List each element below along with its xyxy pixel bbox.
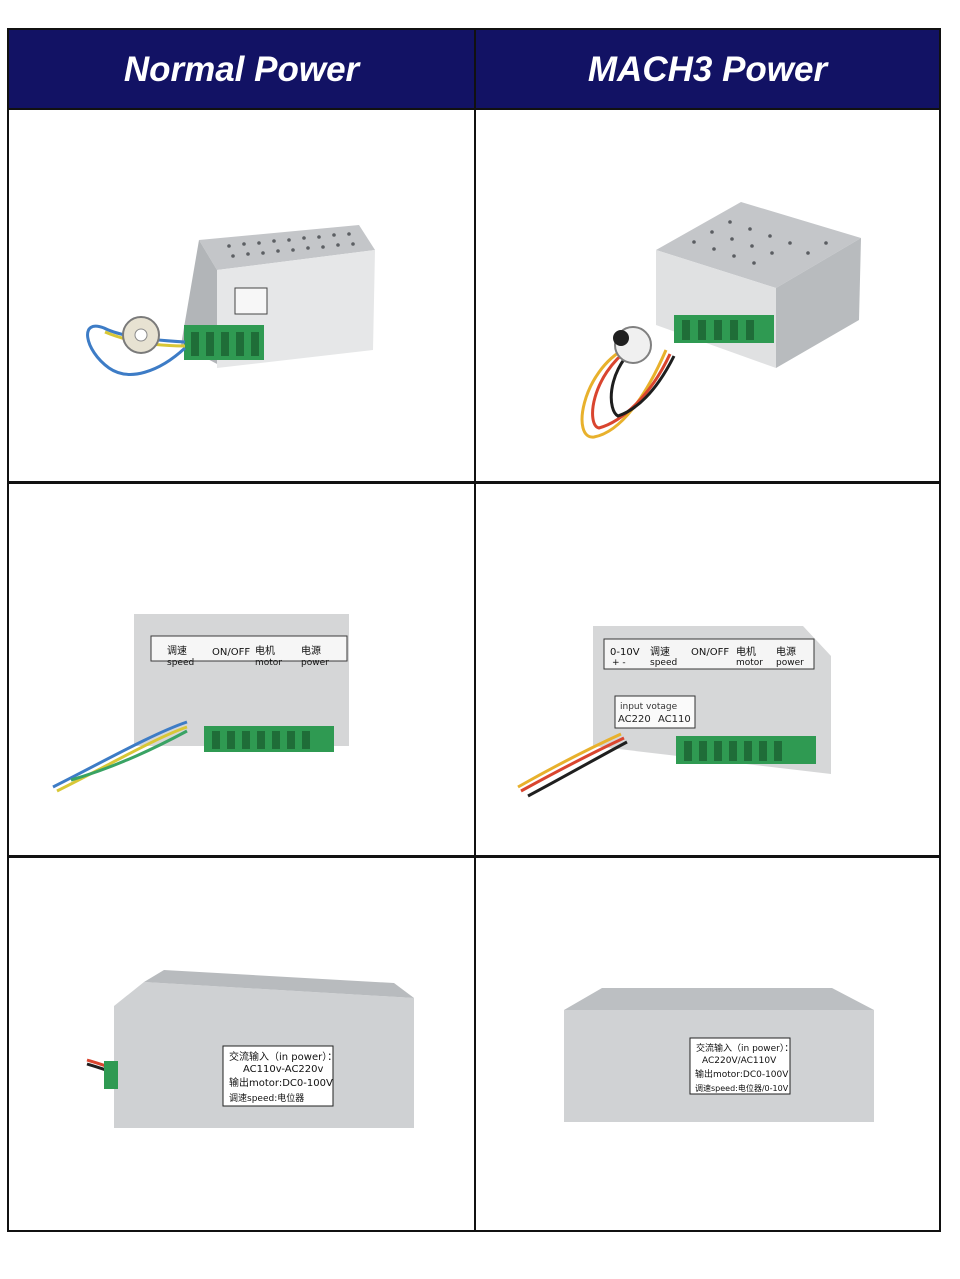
header-normal-title: Normal Power (123, 49, 360, 89)
mach3-power-front-photo: 0-10V + - 调速 speed ON/OFF 电机 motor 电源 po… (476, 484, 939, 855)
mach3-motor-label-cn: 电机 (736, 645, 756, 658)
mach3-polarity-label: + - (612, 658, 626, 668)
mach3-onoff-label: ON/OFF (691, 647, 729, 658)
mach3-voltage-label: 0-10V (610, 647, 640, 658)
header-normal-power: Normal Power (9, 30, 474, 109)
normal-power-label-cn: 电源 (301, 644, 321, 657)
normal-power-label-en: power (301, 658, 329, 668)
mach3-speed-label-en: speed (650, 658, 677, 668)
mach3-label-line-4: 调速speed:电位器/0-10V (695, 1083, 789, 1093)
mach3-label-line-2: AC220V/AC110V (702, 1056, 777, 1066)
normal-label-line-1: 交流输入（in power）： (229, 1050, 337, 1063)
normal-speed-label-en: speed (167, 658, 194, 668)
mach3-power-label-en: power (776, 658, 804, 668)
row-divider-header (9, 108, 939, 110)
mach3-input-voltage-title: input votage (620, 702, 678, 712)
header-mach3-power: MACH3 Power (476, 30, 939, 109)
normal-label-line-2: AC110v-AC220v (243, 1064, 324, 1075)
row-divider-2 (9, 855, 939, 858)
comparison-grid: Normal Power MACH3 Power (7, 28, 941, 1232)
mach3-input-ac220: AC220 (618, 714, 651, 725)
row-divider-1 (9, 481, 939, 484)
mach3-speed-label-cn: 调速 (650, 646, 670, 658)
mach3-power-label-photo: 交流输入（in power）： AC220V/AC110V 输出motor:DC… (476, 858, 939, 1232)
normal-onoff-label: ON/OFF (212, 647, 250, 658)
mach3-input-ac110: AC110 (658, 714, 691, 725)
normal-speed-label-cn: 调速 (167, 645, 187, 657)
normal-power-front-photo: 调速 speed ON/OFF 电机 motor 电源 power (9, 484, 474, 855)
normal-motor-label-en: motor (255, 658, 282, 668)
normal-label-line-3: 输出motor:DC0-100V (229, 1076, 333, 1089)
normal-power-overview-photo (9, 110, 474, 481)
normal-power-label-photo: 交流输入（in power）： AC110v-AC220v 输出motor:DC… (9, 858, 474, 1232)
mach3-motor-label-en: motor (736, 658, 763, 668)
header-mach3-title: MACH3 Power (587, 49, 828, 89)
mach3-label-line-1: 交流输入（in power）： (696, 1042, 793, 1054)
column-divider (474, 30, 476, 1230)
normal-label-line-4: 调速speed:电位器 (229, 1092, 304, 1104)
mach3-label-line-3: 输出motor:DC0-100V (695, 1068, 789, 1080)
mach3-power-label-cn: 电源 (776, 645, 796, 658)
normal-motor-label-cn: 电机 (255, 644, 275, 657)
mach3-power-overview-photo (476, 110, 939, 481)
